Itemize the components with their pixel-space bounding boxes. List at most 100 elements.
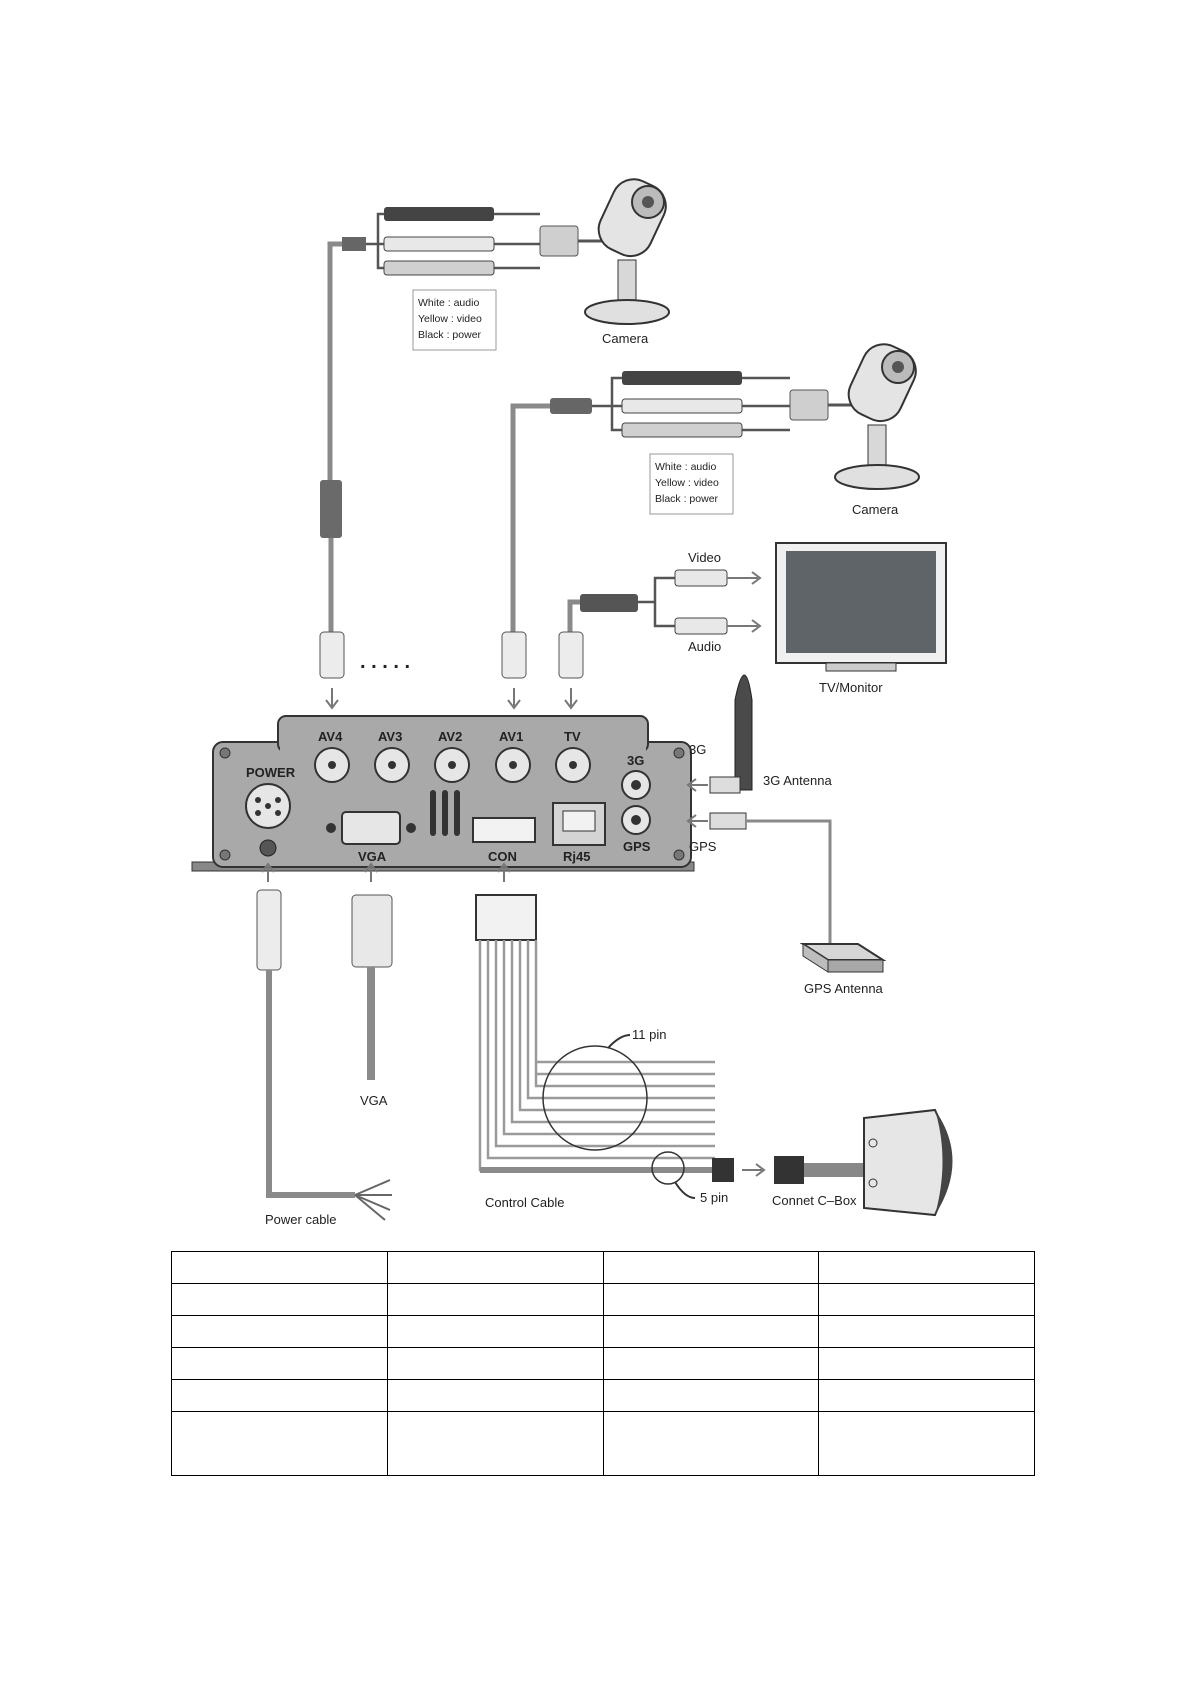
table-cell [818, 1315, 1035, 1348]
table-cell [818, 1379, 1035, 1412]
5-pin-plug [712, 1158, 734, 1182]
power-cable-group: Power cable [256, 862, 392, 1227]
power-led [259, 839, 277, 857]
table-cell [171, 1347, 388, 1380]
camera-2-note-box [649, 453, 734, 515]
11-pin-arrow [607, 1034, 631, 1049]
note-1-line-2: Yellow : video [418, 313, 482, 325]
more-cameras-ellipsis: . . . . . [360, 651, 410, 673]
camera-2-plug [550, 398, 592, 414]
table-cell [386, 1379, 604, 1412]
power-cable-plug [256, 889, 282, 971]
cbox-cable [804, 1163, 864, 1177]
spec-table [171, 1251, 1035, 1476]
gps-antenna-group: GPS GPS Antenna [686, 812, 887, 996]
table-cell [818, 1347, 1035, 1380]
tv-plug [580, 594, 638, 612]
control-cable-bundle [478, 940, 715, 1172]
table-row [171, 1315, 1035, 1348]
input-plugs [319, 631, 584, 710]
table-cell [602, 1347, 820, 1380]
con-port[interactable] [472, 817, 536, 843]
gps-arrow [686, 814, 708, 828]
table-cell [602, 1283, 820, 1316]
control-cable-group: 11 pin 5 pin Control Cable [475, 862, 766, 1210]
camera-1-stand [617, 259, 637, 301]
camera-2-body [847, 343, 917, 423]
3g-antenna-icon [734, 674, 753, 791]
av2-port[interactable] [434, 747, 470, 783]
audio-connector [383, 236, 495, 252]
control-cable-label: Control Cable [485, 1195, 565, 1210]
vga-cable-group: VGA [351, 862, 393, 1108]
camera-1-junction [539, 225, 579, 257]
camera-2-stand [867, 424, 887, 466]
table-cell [602, 1315, 820, 1348]
3g-arrow [686, 778, 708, 792]
table-cell [818, 1411, 1035, 1476]
camera-1-label: Camera [602, 331, 649, 346]
av3-port-label: AV3 [378, 729, 402, 744]
spec-table-body [171, 1251, 1035, 1476]
av1-plug [501, 631, 527, 679]
vga-port[interactable] [341, 811, 401, 845]
av1-port[interactable] [495, 747, 531, 783]
av4-port-label: AV4 [318, 729, 343, 744]
11-pin-marker [542, 1045, 648, 1151]
video-arrow [727, 571, 762, 585]
tv-screen [786, 551, 936, 653]
3g-port-label: 3G [627, 753, 644, 768]
av4-plug [319, 631, 345, 679]
table-row [171, 1411, 1035, 1476]
3g-side-label: 3G [689, 742, 706, 757]
vent-slot [454, 790, 460, 836]
cbox-group: Connet C–Box [772, 1108, 953, 1217]
camera-1-base [584, 299, 670, 325]
av3-port[interactable] [374, 747, 410, 783]
vent-slot [442, 790, 448, 836]
camera-2-junction [789, 389, 829, 421]
gps-connector [709, 812, 747, 830]
table-cell [171, 1251, 388, 1284]
cbox-icon [863, 1108, 949, 1217]
table-cell [386, 1347, 604, 1380]
control-cable-plug [475, 894, 537, 941]
gps-port[interactable] [621, 805, 651, 835]
3g-antenna-connector [709, 776, 741, 794]
camera-2-base [834, 464, 920, 490]
camera-2-group: Camera White : audio Yellow : video Blac… [510, 343, 920, 632]
table-cell [171, 1283, 388, 1316]
audio-rca-plug [674, 617, 728, 635]
gps-side-label: GPS [689, 839, 717, 854]
vga-port-label: VGA [358, 849, 387, 864]
camera-1-group: Camera White : audio Yellow : video Blac… [320, 178, 670, 632]
table-row [171, 1379, 1035, 1412]
con-port-label: CON [488, 849, 517, 864]
table-cell [386, 1283, 604, 1316]
screw-icon [219, 747, 231, 759]
power-port[interactable] [245, 783, 291, 829]
gps-port-label: GPS [623, 839, 651, 854]
gps-cable [746, 819, 832, 945]
table-cell [386, 1251, 604, 1284]
vga-cable-label: VGA [360, 1093, 388, 1108]
5-pin-label: 5 pin [700, 1190, 728, 1205]
3g-antenna-label: 3G Antenna [763, 773, 832, 788]
tv-stand [825, 662, 897, 672]
video-connector [621, 422, 743, 438]
table-cell [386, 1411, 604, 1476]
cbox-arrow [742, 1163, 766, 1177]
vent-slot [430, 790, 436, 836]
3g-port[interactable] [621, 770, 651, 800]
table-cell [171, 1379, 388, 1412]
tv-port[interactable] [555, 747, 591, 783]
cbox-led [868, 1138, 878, 1148]
audio-arrow [727, 619, 762, 633]
tv-monitor-label: TV/Monitor [819, 680, 883, 695]
table-cell [602, 1379, 820, 1412]
camera-1-plug [342, 237, 366, 251]
camera-1-cable [327, 241, 350, 480]
av1-port-label: AV1 [499, 729, 523, 744]
av4-port[interactable] [314, 747, 350, 783]
power-connector [384, 207, 494, 221]
